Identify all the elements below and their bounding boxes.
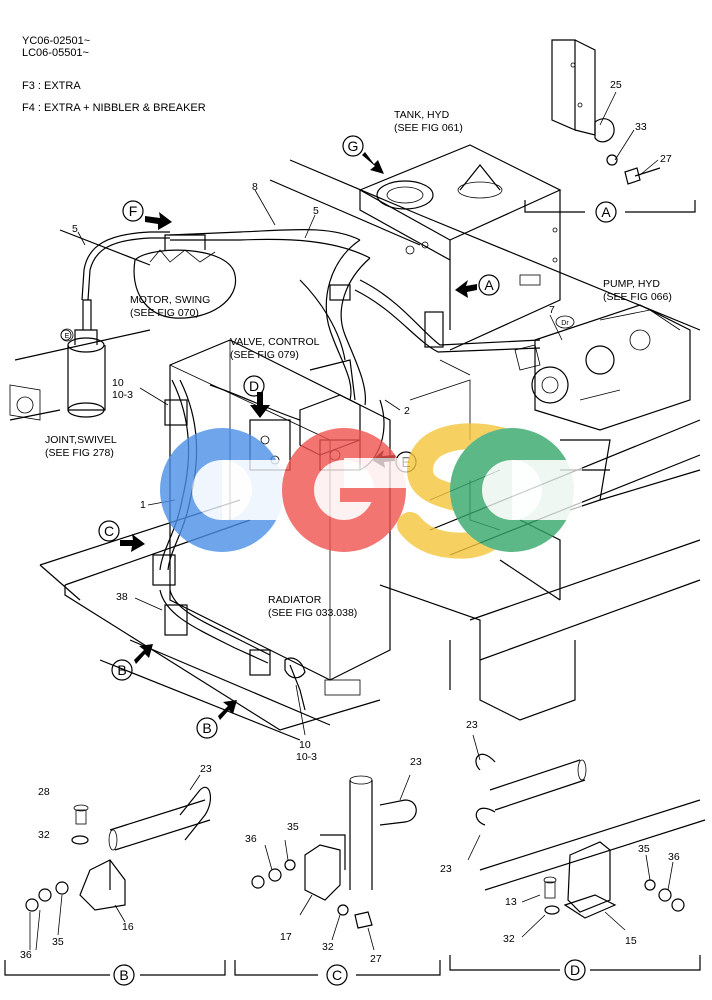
- part-number: 17: [280, 931, 292, 943]
- detail-a-drawing: [524, 39, 696, 213]
- part-number: 27: [660, 153, 672, 165]
- joint-label-2: (SEE FIG 278): [45, 447, 114, 459]
- detail-label-a: A: [595, 201, 617, 223]
- hydraulic-hoses: [81, 229, 541, 711]
- leader-lines: [77, 189, 563, 736]
- part-number: 5: [72, 223, 78, 235]
- swing-motor: [133, 234, 237, 319]
- radiator-label-2: (SEE FIG 033.038): [268, 607, 357, 619]
- callout-small-e: E: [60, 328, 74, 342]
- hydraulic-pump: [514, 304, 691, 431]
- svg-text:E: E: [65, 333, 70, 340]
- part-number: 36: [668, 851, 680, 863]
- part-number: 23: [200, 763, 212, 775]
- callout-f: F: [122, 200, 144, 222]
- svg-text:B: B: [117, 662, 126, 678]
- detail-b-drawing: [4, 774, 226, 976]
- svg-text:D: D: [570, 962, 580, 978]
- part-number: 13: [505, 896, 517, 908]
- svg-text:F: F: [129, 203, 138, 219]
- serial-number-1: YC06-02501~: [22, 35, 91, 47]
- detail-label-d: D: [564, 959, 586, 981]
- part-number: 15: [625, 935, 637, 947]
- part-number: 35: [638, 843, 650, 855]
- option-f4: F4 : EXTRA + NIBBLER & BREAKER: [22, 102, 206, 114]
- joint-label-1: JOINT,SWIVEL: [45, 434, 117, 446]
- part-number: 38: [116, 591, 128, 603]
- part-number: 10: [112, 377, 124, 389]
- callout-dr: Dr: [555, 315, 575, 329]
- watermark: [160, 423, 582, 559]
- callout-g: G: [342, 135, 364, 157]
- motor-label-1: MOTOR, SWING: [130, 294, 210, 306]
- callout-a: A: [478, 274, 500, 296]
- part-number: 25: [610, 79, 622, 91]
- option-f3: F3 : EXTRA: [22, 80, 81, 92]
- svg-text:B: B: [202, 720, 211, 736]
- valve-label-1: VALVE, CONTROL: [230, 336, 320, 348]
- callout-d: D: [243, 375, 265, 397]
- svg-text:D: D: [249, 378, 259, 394]
- part-number: 27: [370, 953, 382, 965]
- detail-d-drawing: [449, 734, 706, 971]
- part-number: 36: [20, 949, 32, 961]
- part-number: 2: [404, 405, 410, 417]
- part-numbers: 25 33 27 8 5 5 7 2 1 10 10-3 38 10 10-3 …: [20, 79, 680, 965]
- part-number: 32: [322, 941, 334, 953]
- part-number: 23: [440, 863, 452, 875]
- part-number: 1: [140, 499, 146, 511]
- svg-text:A: A: [484, 277, 494, 293]
- serial-number-2: LC06-05501~: [22, 47, 89, 59]
- radiator-label-1: RADIATOR: [268, 594, 322, 606]
- detail-label-b: B: [113, 964, 135, 986]
- detail-label-c: C: [326, 964, 348, 986]
- part-number: 10-3: [112, 389, 133, 401]
- part-number: 10-3: [296, 751, 317, 763]
- valve-label-2: (SEE FIG 079): [230, 349, 299, 361]
- part-number: 8: [252, 181, 258, 193]
- motor-label-2: (SEE FIG 070): [130, 307, 199, 319]
- part-number: 35: [287, 821, 299, 833]
- part-number: 23: [410, 756, 422, 768]
- callout-b-second: B: [196, 717, 218, 739]
- part-number: 16: [122, 921, 134, 933]
- swivel-joint: [60, 299, 106, 418]
- svg-text:Dr: Dr: [561, 320, 569, 327]
- part-number: 35: [52, 936, 64, 948]
- svg-text:G: G: [348, 138, 359, 154]
- svg-text:A: A: [601, 204, 611, 220]
- callout-b: B: [111, 659, 133, 681]
- svg-text:C: C: [104, 523, 114, 539]
- part-number: 32: [503, 933, 515, 945]
- tank-label-2: (SEE FIG 061): [394, 122, 463, 134]
- detail-c-drawing: [234, 774, 441, 976]
- part-number: 36: [245, 833, 257, 845]
- callout-c: C: [98, 520, 120, 542]
- hydraulic-tank: [358, 144, 562, 351]
- part-number: 33: [635, 121, 647, 133]
- tank-label-1: TANK, HYD: [394, 109, 450, 121]
- part-number: 5: [313, 205, 319, 217]
- part-number: 28: [38, 786, 50, 798]
- pump-label-2: (SEE FIG 066): [603, 291, 672, 303]
- pump-label-1: PUMP, HYD: [603, 278, 660, 290]
- part-number: 32: [38, 829, 50, 841]
- part-number: 7: [549, 304, 555, 316]
- part-number: 23: [466, 719, 478, 731]
- clamps: [152, 284, 444, 679]
- svg-text:C: C: [332, 967, 342, 983]
- svg-text:B: B: [119, 967, 128, 983]
- part-number: 10: [299, 739, 311, 751]
